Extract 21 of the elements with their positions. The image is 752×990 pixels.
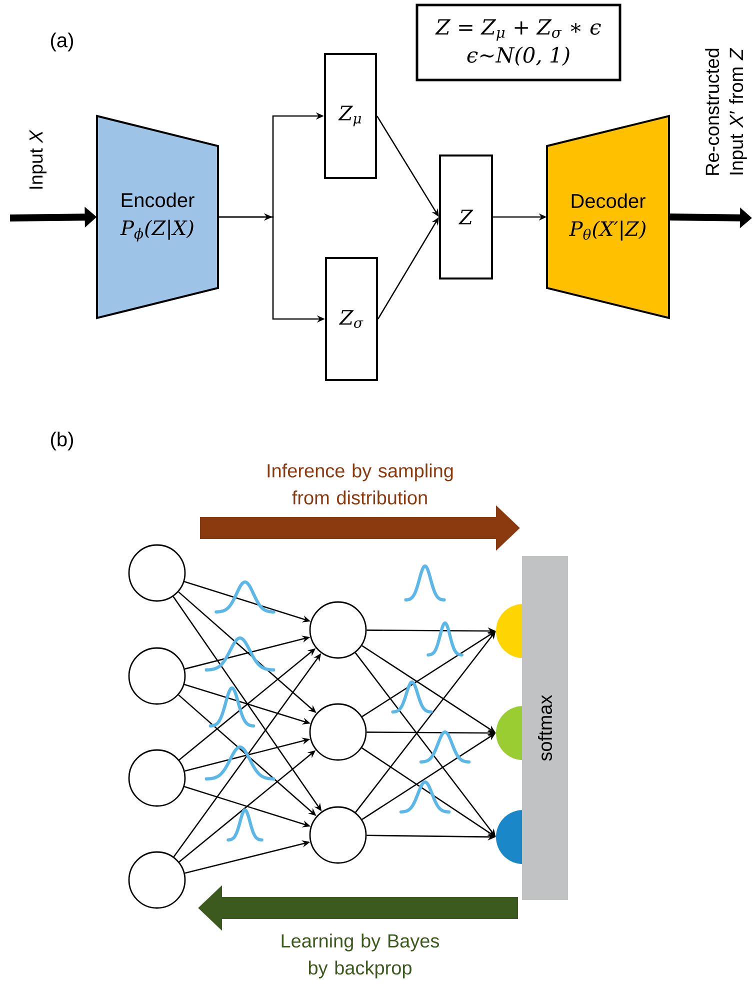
output-neuron xyxy=(496,810,523,864)
arrow-caption: Inference by sampling from distribution xyxy=(268,464,453,504)
latent-box: Z xyxy=(439,154,493,280)
latent-box: Z$_{σ}$ xyxy=(325,257,378,381)
arrow-caption: Learning by Bayes by backprop xyxy=(282,934,440,978)
output-neuron xyxy=(496,706,523,760)
formula-box: Z = Z$_{μ}$ + Z$_{σ}$ ∗ ϵ ϵ∼N(0, 1) xyxy=(416,4,622,82)
input-neuron xyxy=(128,851,186,909)
input-neuron xyxy=(128,647,186,705)
hidden-neuron xyxy=(309,601,367,659)
latent-box: Z$_{μ}$ xyxy=(324,53,377,179)
input-neuron xyxy=(128,749,186,807)
input-label: Input X xyxy=(30,130,46,189)
softmax-bar: softmax xyxy=(522,556,568,900)
output-neuron xyxy=(496,604,523,658)
hidden-neuron xyxy=(309,806,367,864)
decoder-trapezoid: Decoder P$_{θ}$(X′|Z) xyxy=(546,114,670,320)
panel-label: (b) xyxy=(51,432,73,450)
hidden-neuron xyxy=(309,703,367,761)
panel-label: (a) xyxy=(51,32,73,52)
input-neuron xyxy=(128,544,186,602)
